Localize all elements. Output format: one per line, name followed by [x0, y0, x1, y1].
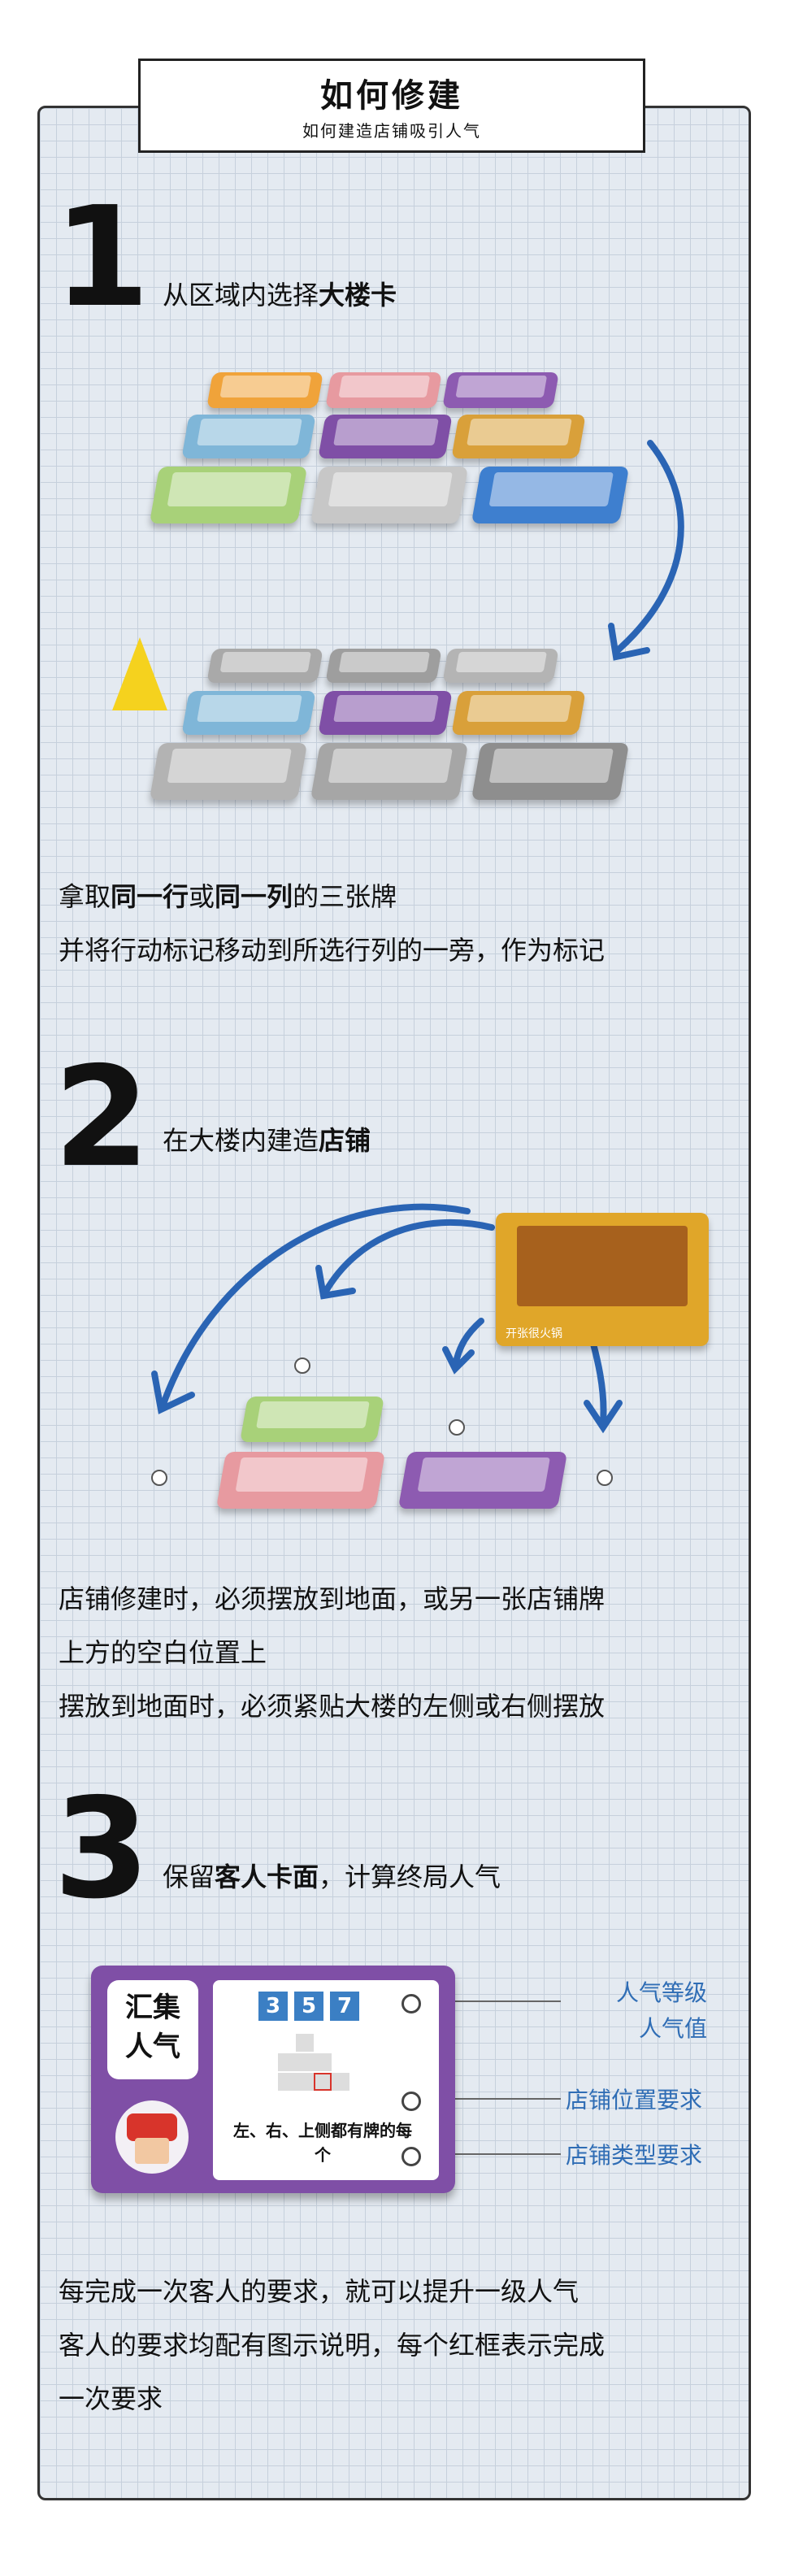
step3-prefix: 保留 [163, 1861, 215, 1892]
step1-text-line1: 拿取同一行或同一列的三张牌 [59, 870, 397, 923]
page-title: 如何修建 [320, 77, 463, 115]
text-bold: 同一行 [111, 881, 189, 912]
step1-prefix: 从区域内选择 [163, 280, 319, 311]
placement-dot [151, 1470, 167, 1486]
grid-cell [296, 2073, 314, 2091]
step2-prefix: 在大楼内建造 [163, 1125, 319, 1156]
step2-text-line2: 上方的空白位置上 [59, 1637, 267, 1668]
customer-name-bubble: 汇集人气 [107, 1980, 198, 2079]
level-box: 3 [258, 1992, 288, 2021]
placement-dot [597, 1470, 613, 1486]
grid-cell [296, 2034, 314, 2052]
shop-card-placed [240, 1397, 384, 1442]
step1-heading: 从区域内选择大楼卡 [163, 275, 397, 312]
shop-card-label: 开张很火锅 [506, 1327, 562, 1340]
text-part: 或 [189, 881, 215, 912]
label-popularity-level: 人气等级 [616, 1979, 708, 2006]
grid-cell [296, 2053, 314, 2071]
shop-card-placed [397, 1452, 568, 1509]
shop-card-placed [215, 1452, 386, 1509]
text-part: 拿取 [59, 881, 111, 912]
position-diagram [258, 2034, 372, 2107]
avatar-hat [127, 2113, 177, 2141]
page-subtitle: 如何建造店铺吸引人气 [302, 121, 481, 141]
callout-ring [402, 1994, 421, 2013]
label-position-requirement: 店铺位置要求 [566, 2087, 703, 2113]
step2-bold: 店铺 [319, 1125, 371, 1156]
level-box: 5 [294, 1992, 323, 2021]
customer-name: 汇集人气 [125, 1992, 180, 2063]
grid-cell [314, 2053, 332, 2071]
step-number-1: 1 [54, 177, 150, 338]
step2-heading: 在大楼内建造店铺 [163, 1120, 371, 1158]
label-type-requirement: 店铺类型要求 [566, 2142, 703, 2169]
avatar-face [135, 2138, 169, 2164]
label-popularity-value: 人气值 [639, 2015, 708, 2042]
level-box: 7 [330, 1992, 359, 2021]
wet-floor-sign-icon [112, 637, 167, 710]
requirement-text: 左、右、上侧都有牌的每个 [233, 2121, 412, 2165]
callout-ring [402, 2147, 421, 2166]
callout-ring [402, 2092, 421, 2111]
title-box: 如何修建 如何建造店铺吸引人气 [138, 59, 645, 153]
step3-text-line2: 客人的要求均配有图示说明，每个红框表示完成 [59, 2330, 606, 2361]
step-number-3: 3 [54, 1769, 150, 1930]
grid-cell [332, 2073, 349, 2091]
customer-avatar [115, 2100, 189, 2174]
step-number-2: 2 [54, 1037, 150, 1198]
step3-suffix: ，计算终局人气 [319, 1861, 501, 1892]
step3-bold: 客人卡面 [215, 1861, 319, 1892]
text-part: 的三张牌 [293, 881, 397, 912]
step2-text-line1: 店铺修建时，必须摆放到地面，或另一张店铺牌 [59, 1583, 606, 1614]
step1-bold: 大楼卡 [319, 280, 397, 311]
step1-text-line2: 并将行动标记移动到所选行列的一旁，作为标记 [59, 935, 606, 966]
step2-text-line3: 摆放到地面时，必须紧贴大楼的左侧或右侧摆放 [59, 1691, 606, 1722]
text-bold: 同一列 [215, 881, 293, 912]
grid-cell [278, 2073, 296, 2091]
red-frame [314, 2073, 332, 2091]
shop-card-hotpot: 开张很火锅 [496, 1213, 709, 1346]
step3-text-line3: 一次要求 [59, 2383, 163, 2414]
step3-text-line1: 每完成一次客人的要求，就可以提升一级人气 [59, 2276, 579, 2307]
placement-dot [294, 1358, 310, 1374]
grid-cell [278, 2053, 296, 2071]
placement-dot [449, 1419, 465, 1436]
step3-heading: 保留客人卡面，计算终局人气 [163, 1857, 501, 1894]
